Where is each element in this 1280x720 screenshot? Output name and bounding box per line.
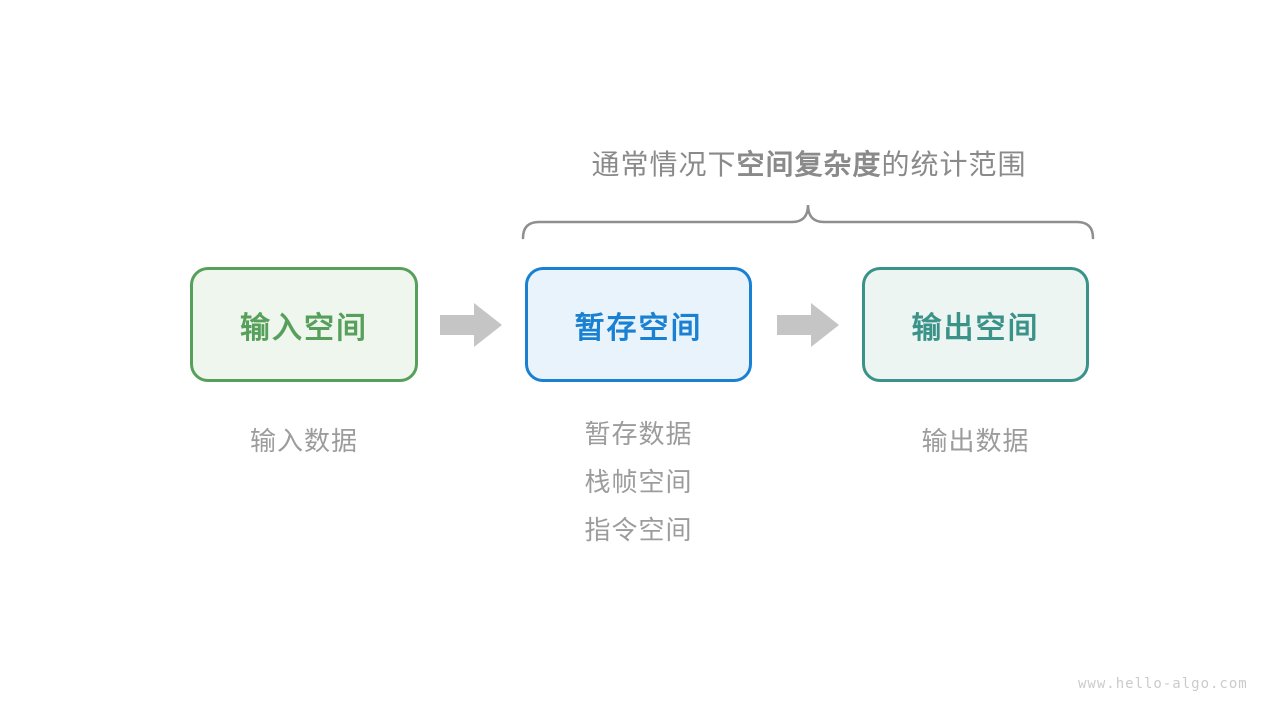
note-input-data: 输入数据 [249,426,358,456]
box-temporary-space: 暂存空间 [525,267,752,382]
box-input-space-label: 输入空间 [240,311,368,345]
box-temporary-space-label: 暂存空间 [574,311,703,345]
note-temporary-data: 暂存数据 [584,419,693,449]
note-output-data: 输出数据 [921,426,1030,456]
box-output-space-label: 输出空间 [911,311,1040,345]
title-prefix: 通常情况下 [591,149,737,180]
watermark: www.hello-algo.com [1078,676,1248,692]
box-input-space: 输入空间 [190,267,418,382]
note-stack-frame-space: 栈帧空间 [584,467,693,497]
diagram-title: 通常情况下空间复杂度的统计范围 [523,143,1095,183]
arrow-right-icon [777,303,839,347]
notes-temporary-space: 暂存数据 栈帧空间 指令空间 [525,410,752,554]
curly-brace-icon [521,204,1095,240]
note-instruction-space: 指令空间 [584,515,693,545]
arrow-right-icon [440,303,502,347]
box-output-space: 输出空间 [862,267,1089,382]
title-highlight: 空间复杂度 [736,149,882,180]
title-suffix: 的统计范围 [881,149,1027,180]
